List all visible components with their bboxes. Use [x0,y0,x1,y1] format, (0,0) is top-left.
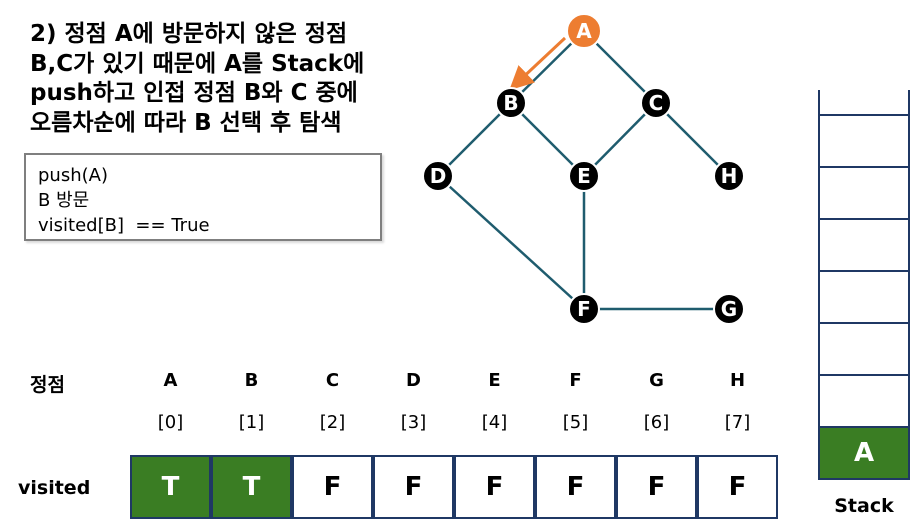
vertex-label: A [163,370,178,391]
vertex-index: [1] [238,412,265,433]
node-circle [640,87,672,119]
vertex-index: [3] [400,412,427,433]
visited-cell: T [211,455,292,519]
vertex-label: E [488,370,501,391]
node-G: G [713,293,745,325]
visited-cell: F [616,455,697,519]
node-label: G [721,297,737,321]
stack-divider [820,218,908,220]
stack-divider [820,322,908,324]
code-line-visit: B 방문 [38,190,90,211]
vertex-label: H [729,370,746,391]
step-description: 2) 정점 A에 방문하지 않은 정점 B,C가 있기 때문에 A를 Stack… [30,21,365,136]
node-label: D [430,164,447,188]
vertex-index: [5] [562,412,589,433]
edge-B-D [437,102,512,177]
visited-cell: F [697,455,778,519]
vertex-index: [6] [643,412,670,433]
visited-cell: F [292,455,373,519]
node-F: F [568,293,600,325]
node-circle [495,87,527,119]
vertex-label: D [406,370,421,391]
node-A: A [566,13,602,49]
code-box: push(A) B 방문 visited[B] == True [24,153,382,241]
stack-divider [820,166,908,168]
vertex-index: [4] [481,412,508,433]
node-D: D [422,160,454,192]
node-circle [713,160,745,192]
visited-cell: T [130,455,211,519]
edge-D-F [437,175,585,310]
node-circle [568,160,600,192]
vertex-label: B [244,370,259,391]
vertex-header: 정점 [30,374,65,396]
node-label: C [649,91,664,115]
vertex-label: G [649,370,664,391]
edge-C-E [583,102,657,177]
edge-B-E [510,102,585,177]
node-label: B [503,91,518,115]
node-circle [422,160,454,192]
stack: A [818,90,910,480]
vertex-index: [7] [724,412,751,433]
vertex-index: [2] [319,412,346,433]
node-label: F [577,297,591,321]
vertex-index: [0] [157,412,184,433]
stack-divider [820,114,908,116]
node-label: H [721,164,738,188]
stack-item: A [820,428,908,478]
stack-divider [820,426,908,428]
node-C: C [640,87,672,119]
visited-cell: F [454,455,535,519]
vertex-label: C [325,370,340,391]
node-H: H [713,160,745,192]
node-circle [713,293,745,325]
stack-divider [820,374,908,376]
node-E: E [568,160,600,192]
node-label: E [577,164,591,188]
code-line-visited: visited[B] == True [38,215,210,236]
code-line-push: push(A) [38,165,108,186]
node-circle [568,293,600,325]
vertex-label: F [569,370,582,391]
visited-cell: F [373,455,454,519]
traversal-arrow [509,36,567,91]
visited-header: visited [18,477,91,499]
node-circle [566,13,602,49]
stack-divider [820,270,908,272]
node-B: B [495,87,527,119]
node-label: A [576,19,592,43]
stack-label: Stack [834,495,894,517]
visited-cell: F [535,455,616,519]
edge-C-H [655,102,730,177]
